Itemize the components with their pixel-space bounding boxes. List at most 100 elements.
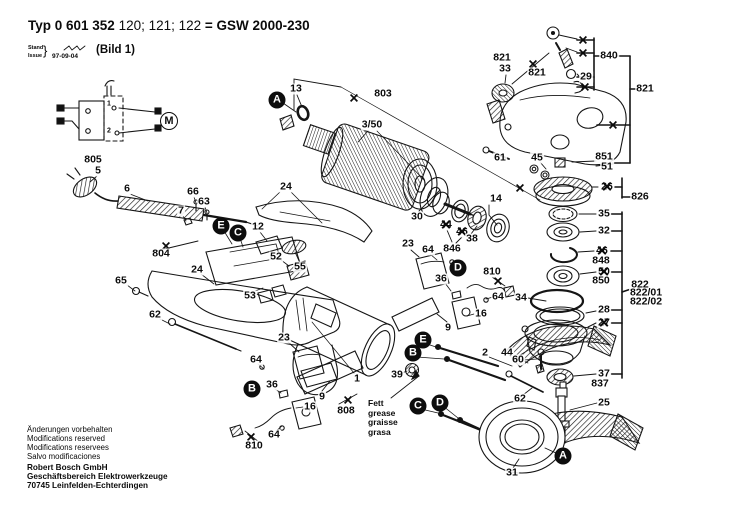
part-label: 14 — [489, 192, 503, 205]
part-label: 64 — [491, 290, 505, 303]
issue-date: 97-09-04 — [52, 53, 79, 60]
part-label: 851 — [594, 150, 614, 163]
not-available-cross-icon: ✕ — [348, 91, 360, 106]
motor-symbol: M — [160, 112, 178, 130]
part-label: 837 — [590, 377, 610, 390]
company-name: Robert Bosch GmbH — [27, 463, 108, 472]
not-available-cross-icon: ✕ — [601, 177, 613, 194]
part-label: 26✕ — [600, 177, 614, 194]
part-label: 36 — [434, 272, 448, 285]
issue-label: Issue — [28, 53, 43, 59]
part-label: 6 — [123, 182, 131, 195]
part-label: 9 — [444, 321, 452, 334]
part-label: 28 — [597, 303, 611, 316]
grease-line-fr: graisse — [368, 417, 398, 427]
part-label: 7 — [177, 204, 185, 217]
part-label: 848 — [591, 254, 611, 267]
part-label: 846 — [442, 242, 462, 255]
title-variants: 120; 121; 122 — [118, 18, 202, 33]
part-label: 24 — [190, 263, 204, 276]
part-label: 810 — [244, 439, 264, 452]
part-label: 36 — [265, 378, 279, 391]
part-label: 821 — [635, 82, 655, 95]
bearing-row-drawing — [402, 158, 510, 244]
grease-note: Fett grease graisse grasa — [368, 398, 398, 437]
not-available-cross-icon: ✕ — [440, 215, 452, 232]
part-label: 821 — [492, 51, 512, 64]
part-label: 808 — [336, 404, 356, 417]
page-title: Typ 0 601 352 120; 121; 122 = GSW 2000-2… — [28, 18, 310, 33]
part-label: 61 — [493, 151, 507, 164]
part-label: 62 — [513, 392, 527, 405]
handle-drawing — [126, 191, 358, 405]
part-label: 29 — [579, 70, 593, 83]
part-label: 27✕ — [597, 313, 611, 330]
part-label: 5 — [94, 164, 102, 177]
part-label: 53 — [243, 289, 257, 302]
part-label: 16 — [303, 400, 317, 413]
part-label: 38 — [465, 232, 479, 245]
company-division: Geschäftsbereich Elektrowerkzeuge — [27, 472, 168, 481]
part-label: 50✕ — [597, 262, 611, 279]
grease-line-de: Fett — [368, 398, 384, 408]
part-label: 33 — [498, 62, 512, 75]
not-available-cross-icon: ✕ — [577, 33, 589, 48]
part-label: 46✕ — [455, 222, 469, 239]
part-label: 840 — [599, 49, 619, 62]
footer-note: Änderungen vorbehalten — [27, 425, 113, 434]
callout-c: C — [229, 224, 247, 242]
part-label: 13 — [289, 82, 303, 95]
part-label: 44 — [500, 346, 514, 359]
part-label: 3/50 — [360, 118, 384, 131]
part-label: 31 — [505, 466, 519, 479]
grease-line-es: grasa — [368, 426, 391, 437]
part-label: 62 — [148, 308, 162, 321]
part-label: 65 — [114, 274, 128, 287]
part-label: 9 — [318, 390, 326, 403]
part-label: 16 — [474, 307, 488, 320]
callout-b: B — [404, 344, 422, 362]
part-label: 2 — [481, 346, 489, 359]
callout-e: E — [414, 331, 432, 349]
part-label: 64 — [249, 353, 263, 366]
part-label: 822/02 — [628, 295, 664, 308]
callout-d: D — [431, 394, 449, 412]
part-label: 2 — [107, 127, 111, 135]
part-label: 850 — [591, 274, 611, 287]
part-label: 826 — [630, 190, 650, 203]
motor-housing-drawing — [282, 286, 448, 395]
part-label: 803 — [373, 87, 393, 100]
part-label: 805 — [83, 153, 103, 166]
callout-b: B — [243, 380, 261, 398]
footer-block: Änderungen vorbehalten Modifications res… — [27, 425, 168, 490]
reference-brackets — [571, 37, 638, 379]
title-typ: Typ 0 601 352 — [28, 18, 115, 33]
not-available-cross-icon: ✕ — [456, 222, 468, 239]
part-label: 1 — [353, 372, 361, 385]
not-available-cross-icon: ✕ — [527, 57, 539, 72]
sheet-label: (Bild 1) — [96, 44, 135, 56]
brace-glyph: } — [43, 43, 48, 58]
callout-c: C — [409, 397, 427, 415]
footer-note: Modifications reserved — [27, 434, 106, 443]
part-label: 37 — [597, 367, 611, 380]
part-label: 1 — [107, 100, 111, 108]
callout-d: D — [449, 259, 467, 277]
part-label: 39 — [390, 368, 404, 381]
not-available-cross-icon: ✕ — [607, 118, 619, 133]
footer-note: Modifications reservees — [27, 443, 109, 452]
not-available-cross-icon: ✕ — [514, 181, 526, 196]
part-label: 23 — [277, 331, 291, 344]
wheel-drawing — [478, 400, 566, 474]
part-label: 821 — [527, 66, 547, 79]
part-label: 46✕ — [595, 241, 609, 258]
part-label: 810 — [482, 265, 502, 278]
part-label: 60 — [511, 353, 525, 366]
not-available-cross-icon: ✕ — [342, 393, 354, 408]
not-available-cross-icon: ✕ — [160, 239, 172, 254]
part-label: 822/01 — [628, 286, 664, 299]
part-label: 25 — [597, 396, 611, 409]
